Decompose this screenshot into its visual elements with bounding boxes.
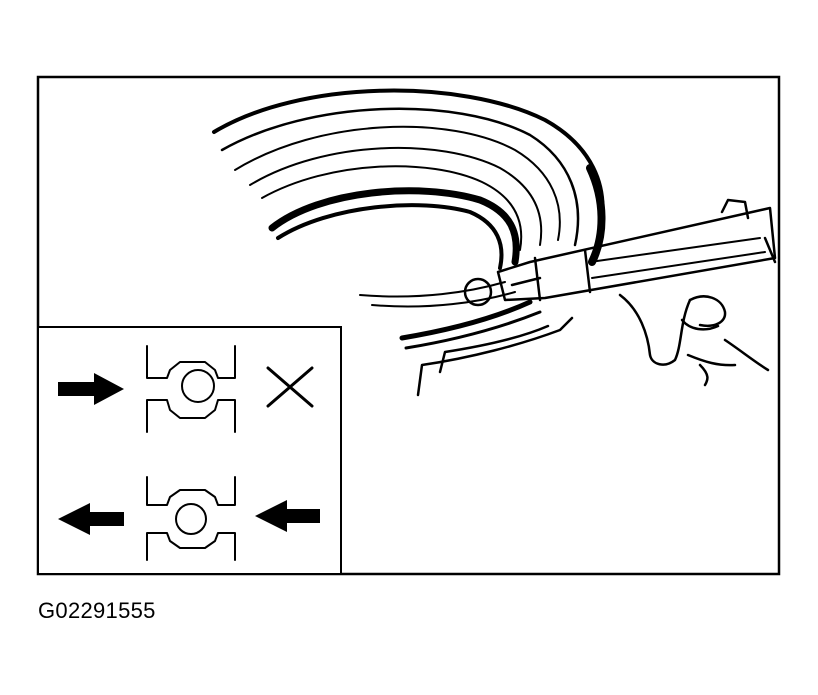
arrow-left-icon xyxy=(255,500,320,532)
ball-in-groove-stuck-icon xyxy=(146,345,236,433)
tool-gun-illustration xyxy=(496,198,777,302)
inset-panel xyxy=(37,326,342,575)
arrow-right-icon xyxy=(58,373,124,405)
x-mark-icon xyxy=(266,366,314,408)
arrow-left-icon xyxy=(58,503,124,535)
ball-icon xyxy=(463,277,493,307)
ball-in-groove-centered-icon xyxy=(146,476,236,561)
figure-id-code: G02291555 xyxy=(38,598,156,623)
bearing-race-illustration xyxy=(212,88,606,397)
hand-illustration xyxy=(618,293,770,387)
